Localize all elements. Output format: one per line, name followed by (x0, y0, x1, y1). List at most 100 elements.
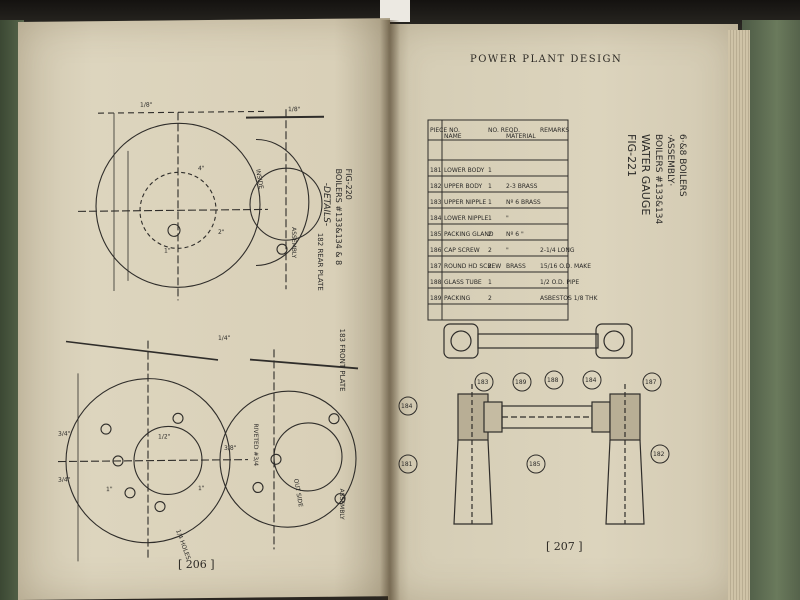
table-cell: 181 (430, 167, 442, 174)
table-cell: 186 (430, 247, 442, 254)
left-caption-line2: BOILERS #133&134 & 8 (334, 169, 343, 266)
right-caption-line2: WATER GAUGE (639, 134, 652, 215)
table-cell: 2 (488, 263, 492, 270)
sticky-tab (380, 0, 410, 22)
table-cell: 2 (488, 231, 492, 238)
dim-label: 1" (164, 247, 171, 254)
table-cell: PACKING GLAND (444, 231, 494, 238)
dim-label: 3/4" (58, 430, 71, 437)
book-cover-right (742, 20, 800, 600)
balloon-label: 189 (515, 379, 527, 386)
dim-label: 1/8" (288, 106, 301, 113)
book-gutter (380, 20, 400, 600)
balloon-label: 188 (547, 377, 559, 384)
balloon-circle (512, 372, 532, 392)
dim-label: 4" (198, 165, 205, 172)
table-cell: CAP SCREW (444, 247, 480, 254)
balloon-circle (398, 396, 418, 416)
balloon-circle (474, 372, 494, 392)
right-caption-line1: FIG-221 (625, 134, 638, 177)
dim-label: 1" (198, 485, 205, 492)
callout-riveted: RIVETED #3/4 (252, 423, 259, 466)
table-cell: ASBESTOS 1/8 THK (540, 295, 598, 302)
right-caption-line3: BOILERS #133&134 (653, 134, 663, 224)
table-cell: 187 (430, 263, 442, 270)
table-cell: 184 (430, 215, 442, 222)
right-page-number: [ 207 ] (546, 540, 583, 553)
balloon-label: 181 (401, 461, 413, 468)
left-caption-line1: FIG-220 (344, 168, 353, 199)
left-figure-caption: FIG-220 BOILERS #133&134 & 8 -DETAILS- (321, 168, 353, 265)
table-cell: Nº 6 BRASS (506, 199, 541, 206)
front-assembly-text: ASSEMBLY (338, 489, 345, 520)
callout-outside: OUT SIDE (292, 478, 304, 508)
rear-plate-text: 182 REAR PLATE (316, 233, 324, 291)
table-cell: UPPER BODY (444, 183, 483, 190)
dim-label: 1/8" (140, 102, 153, 109)
rear-assembly-text: ASSEMBLY (290, 227, 297, 258)
parts-table (427, 119, 569, 321)
table-cell: LOWER NIPPLE (444, 215, 488, 222)
table-header: MATERIAL (506, 133, 536, 140)
balloon-circle (526, 454, 546, 474)
balloon-circle (544, 370, 564, 390)
table-header: NAME (444, 133, 462, 140)
balloon-label: 184 (585, 377, 597, 384)
right-caption-line5: 6·&8 BOILERS (677, 134, 687, 197)
table-cell: 2-1/4 LONG (540, 247, 575, 254)
table-cell: ROUND HD SCREW (444, 263, 501, 270)
table-cell: 1 (488, 199, 492, 206)
left-page-drawings: FIG-220 BOILERS #133&134 & 8 -DETAILS- 1… (58, 102, 359, 562)
balloon-label: 187 (645, 379, 657, 386)
table-cell: 15/16 O.D. MAKE (540, 263, 591, 270)
balloon-circle (398, 454, 418, 474)
callout-inside: INSIDE (254, 169, 264, 190)
table-cell: Nº 6 " (506, 231, 524, 238)
table-cell: 1 (488, 167, 492, 174)
balloon-circle (642, 372, 662, 392)
table-cell: LOWER BODY (444, 167, 485, 174)
balloon-label: 184 (401, 403, 413, 410)
table-cell: 185 (430, 231, 442, 238)
right-caption-line4: ·ASSEMBLY· (665, 134, 675, 186)
left-page-number: [ 206 ] (178, 558, 215, 571)
table-header: REMARKS (540, 127, 569, 134)
table-cell: GLASS TUBE (444, 279, 482, 286)
balloon-circle (582, 370, 602, 390)
table-cell: UPPER NIPPLE (444, 199, 486, 206)
balloon-label: 182 (653, 451, 665, 458)
table-cell: 1 (488, 215, 492, 222)
table-cell: 183 (430, 199, 442, 206)
table-cell: BRASS (506, 263, 526, 270)
table-cell: " (506, 247, 509, 254)
dim-label: 1/4" (218, 335, 231, 342)
upper-right-arc (255, 138, 310, 267)
table-cell: 182 (430, 183, 442, 190)
left-page: FIG-220 BOILERS #133&134 & 8 -DETAILS- 1… (18, 18, 390, 600)
table-cell: 189 (430, 295, 442, 302)
table-header: NO. REQD. (488, 127, 520, 134)
table-cell: 2 (488, 247, 492, 254)
running-head: POWER PLANT DESIGN (470, 54, 623, 65)
front-plate-label: 183 FRONT PLATE (338, 329, 346, 392)
table-cell: PACKING (444, 295, 471, 302)
water-gauge-drawing (443, 323, 645, 525)
table-cell: 2 (488, 295, 492, 302)
front-plate-text: 183 FRONT PLATE (338, 329, 346, 392)
part-balloons: 184 183 189 188 184 187 181 185 182 (398, 370, 670, 474)
page-edges (728, 30, 750, 600)
dim-label: 3/4" (58, 476, 71, 483)
table-cell: 1 (488, 279, 492, 286)
balloon-label: 183 (477, 379, 489, 386)
dim-label: 2" (218, 229, 225, 236)
balloon-label: 185 (529, 461, 541, 468)
table-cell: 1 (488, 183, 492, 190)
right-figure-caption: FIG-221 WATER GAUGE BOILERS #133&134 ·AS… (625, 134, 687, 224)
dim-label: 3/8" (224, 445, 237, 452)
dim-label: 1/2" (158, 433, 171, 440)
table-cell: 188 (430, 279, 442, 286)
